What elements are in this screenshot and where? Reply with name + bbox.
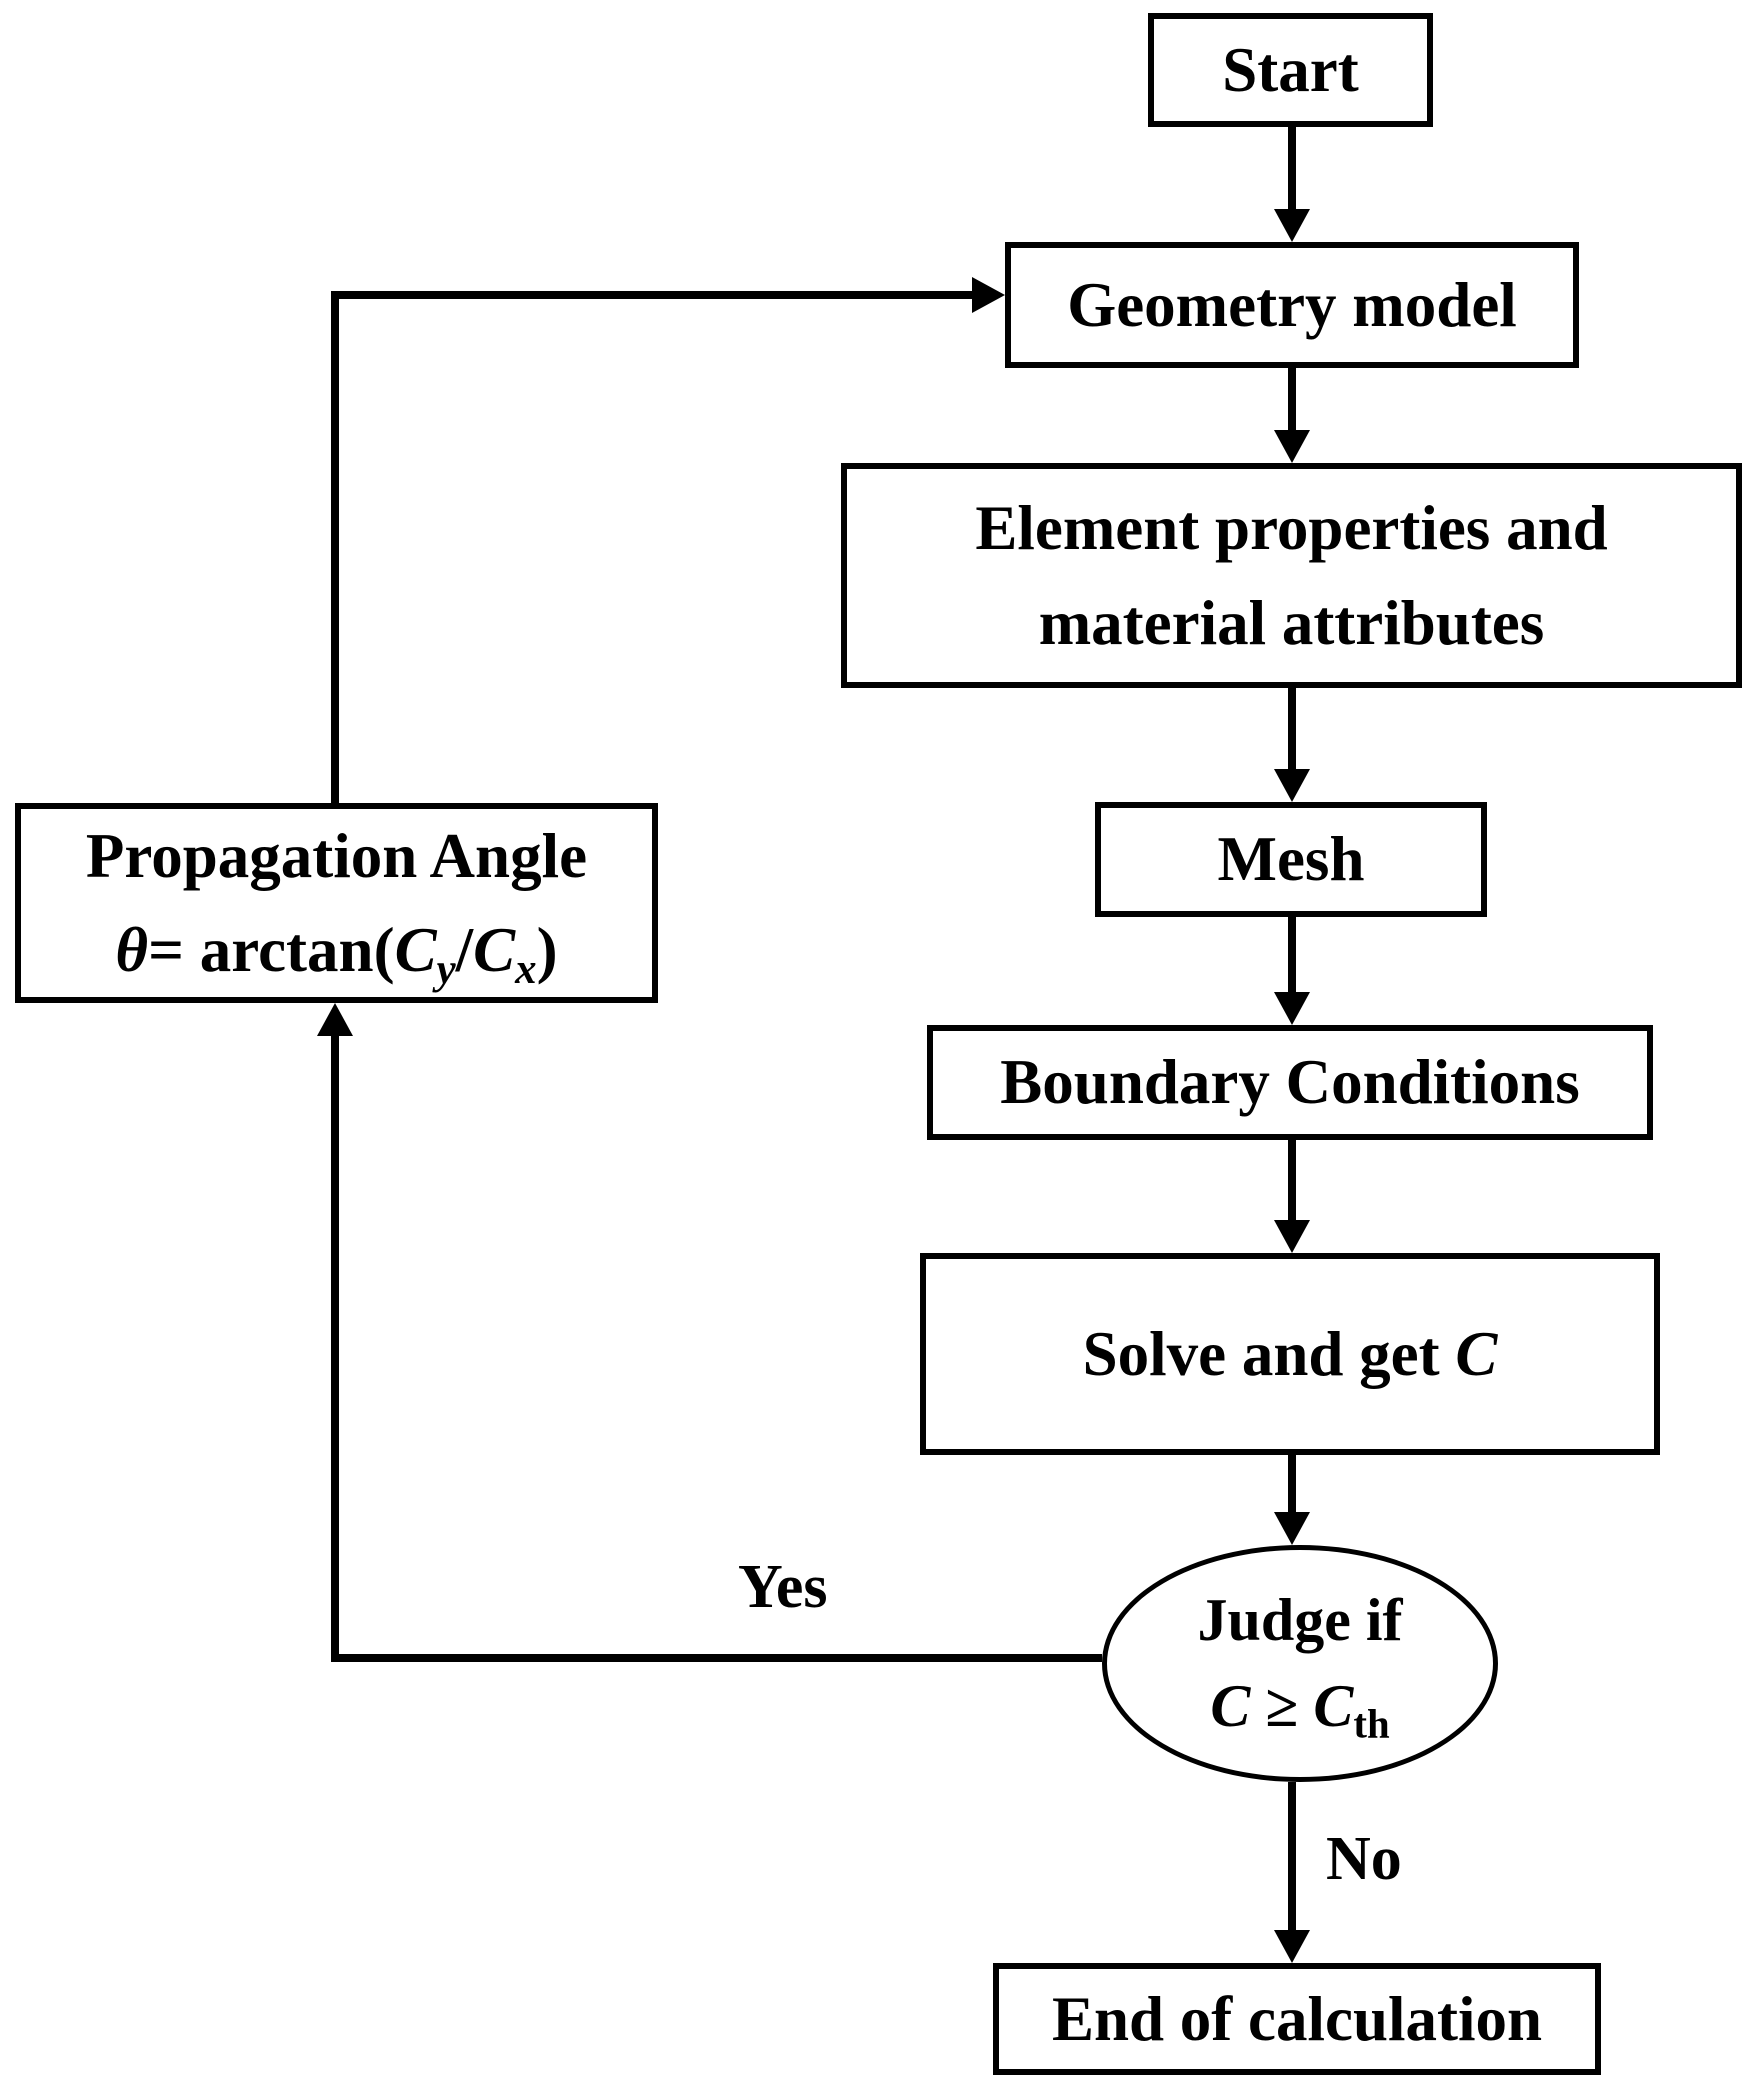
node-propagation-formula: θ= arctan(Cy/Cx) — [115, 903, 557, 998]
node-solve-label: Solve and get C — [1083, 1315, 1498, 1394]
node-boundary-conditions: Boundary Conditions — [927, 1025, 1653, 1140]
formula-slash: / — [455, 915, 474, 985]
node-end: End of calculation — [993, 1963, 1601, 2075]
node-solve: Solve and get C — [920, 1253, 1660, 1455]
formula-arctan: = arctan( — [148, 915, 395, 985]
arrowhead-element — [1274, 430, 1310, 463]
node-element-properties: Element properties and material attribut… — [841, 463, 1742, 688]
node-start-label: Start — [1222, 34, 1359, 105]
edge-label-yes: Yes — [738, 1553, 828, 1621]
judge-var-c-threshold: C — [1313, 1672, 1354, 1739]
arrowhead-propagation — [317, 1003, 353, 1036]
node-solve-text: Solve and get — [1082, 1318, 1456, 1389]
edge-propagation-geometry — [331, 291, 974, 803]
formula-theta: θ — [115, 915, 149, 985]
formula-close-paren: ) — [536, 915, 558, 985]
judge-subscript-th: th — [1353, 1700, 1390, 1746]
node-start: Start — [1148, 13, 1433, 127]
node-propagation-angle: Propagation Angle θ= arctan(Cy/Cx) — [15, 803, 658, 1003]
edge-label-no: No — [1326, 1825, 1402, 1893]
node-element-line1: Element properties and — [975, 493, 1608, 563]
formula-var-cx: C — [473, 915, 516, 985]
node-end-label: End of calculation — [1051, 1983, 1543, 2054]
node-judge-line2: C ≥ Cth — [1210, 1664, 1389, 1749]
formula-subscript-y: y — [436, 945, 456, 993]
node-geometry-label: Geometry model — [1067, 269, 1517, 340]
node-judge-decision: Judge if C ≥ Cth — [1102, 1545, 1498, 1782]
arrowhead-geometry — [1274, 209, 1310, 242]
node-mesh-label: Mesh — [1217, 824, 1365, 895]
arrowhead-mesh — [1274, 769, 1310, 802]
arrowhead-judge — [1274, 1512, 1310, 1545]
node-geometry-model: Geometry model — [1005, 242, 1579, 368]
node-solve-var-c: C — [1455, 1318, 1498, 1389]
node-mesh: Mesh — [1095, 802, 1487, 917]
judge-var-c: C — [1210, 1672, 1251, 1739]
node-boundary-label: Boundary Conditions — [1000, 1047, 1580, 1118]
arrowhead-boundary — [1274, 992, 1310, 1025]
arrowhead-geometry-west — [972, 277, 1005, 313]
arrowhead-end — [1274, 1930, 1310, 1963]
node-judge-line1: Judge if — [1197, 1587, 1403, 1654]
node-element-line2: material attributes — [1038, 587, 1545, 658]
formula-var-cy: C — [394, 915, 437, 985]
formula-subscript-x: x — [515, 945, 537, 993]
edge-judge-propagation-yes — [331, 1034, 1102, 1662]
judge-operator-geq: ≥ — [1250, 1672, 1314, 1739]
node-propagation-line1: Propagation Angle — [85, 820, 588, 891]
arrowhead-solve — [1274, 1220, 1310, 1253]
